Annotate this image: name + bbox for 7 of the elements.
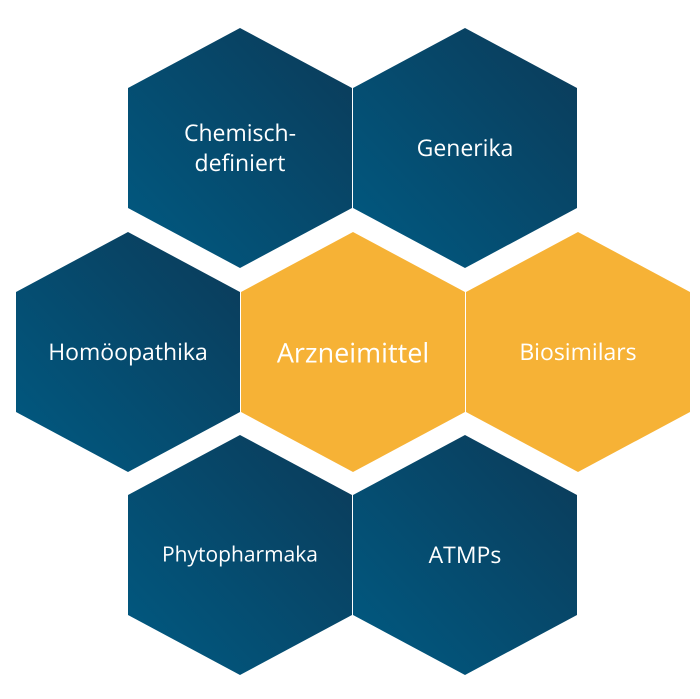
tile-label: ATMPs: [428, 540, 502, 570]
tile-label: Homöopathika: [47, 337, 209, 367]
tile-label: Generika: [416, 133, 514, 163]
tile-label: Biosimilars: [518, 337, 638, 367]
tile-label: Phytopharmaka: [161, 541, 319, 569]
tile-label: Chemisch-definiert: [182, 118, 298, 178]
tile-label: Arzneimittel: [276, 334, 430, 370]
